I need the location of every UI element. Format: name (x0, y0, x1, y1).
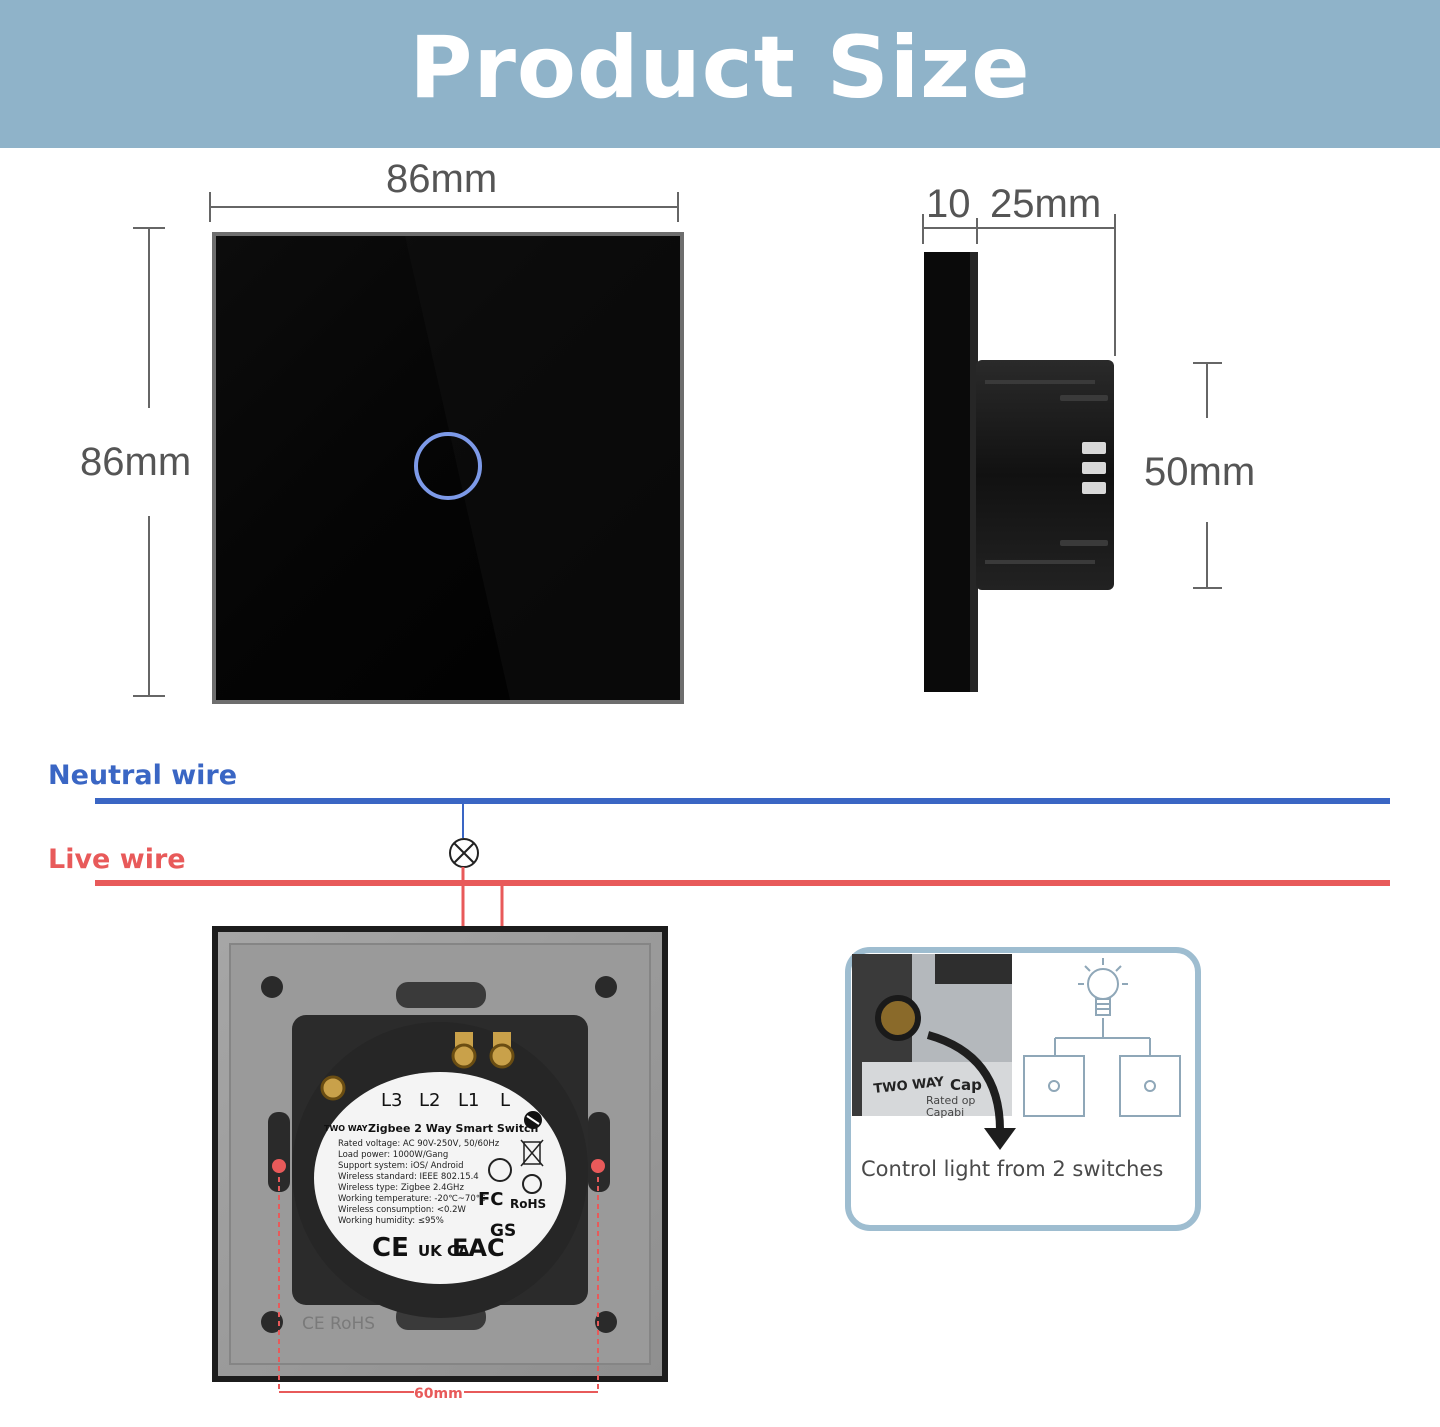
spec-line: Working temperature: -20℃~70℃ (338, 1194, 486, 1204)
photo-text-rated: Rated op (926, 1094, 975, 1107)
product-name: Zigbee 2 Way Smart Switch (368, 1122, 538, 1135)
frame-mark: CE RoHS (302, 1314, 375, 1334)
back-spacing-label: 60mm (414, 1386, 463, 1402)
front-width-label: 86mm (386, 157, 498, 201)
back-module (292, 1015, 588, 1318)
side-plate-depth-label: 10 (926, 182, 971, 226)
recycle-icon (522, 1174, 542, 1194)
photo-text-capabi: Capabi (926, 1106, 964, 1119)
terminal-l1: L1 (458, 1090, 479, 1111)
side-body-height-label: 50mm (1144, 450, 1256, 494)
back-spacing-dimension (272, 1159, 605, 1393)
spec-line: Wireless standard: IEEE 802.15.4 (338, 1172, 479, 1182)
spec-line: Working humidity: ≤95% (338, 1216, 444, 1226)
hand-warning-icon (488, 1158, 512, 1182)
spec-line: Wireless consumption: <0.2W (338, 1205, 467, 1215)
page-title: Product Size (409, 18, 1031, 118)
side-height-dimension (1193, 362, 1222, 589)
front-panel (212, 232, 684, 704)
feature-card-photo (852, 954, 1016, 1150)
spec-line: Support system: iOS/ Android (338, 1161, 463, 1171)
spec-line: Rated voltage: AC 90V-250V, 50/60Hz (338, 1139, 500, 1149)
fc-mark: FC (478, 1189, 504, 1210)
zigbee-icon (524, 1111, 542, 1129)
photo-text-two-way: TWO WAY (873, 1075, 946, 1097)
rohs-mark: RoHS (510, 1197, 546, 1211)
weee-bin-icon (520, 1139, 544, 1167)
two-switch-diagram (1023, 1018, 1181, 1117)
header-banner: Product Size (0, 0, 1440, 148)
terminal-l3: L3 (381, 1090, 402, 1111)
touch-button-ring (414, 432, 482, 500)
front-width-dimension (209, 192, 679, 222)
front-height-label: 86mm (80, 440, 192, 484)
terminal-l2: L2 (419, 1090, 440, 1111)
live-wire-label: Live wire (48, 844, 186, 875)
side-depth-dimension (922, 214, 1116, 356)
front-height-dimension (133, 227, 165, 697)
side-body-depth-label: 25mm (990, 182, 1102, 226)
spec-label (314, 1072, 566, 1284)
terminal-l: L (500, 1090, 510, 1111)
two-way-mark: TWO WAY (324, 1124, 368, 1133)
spec-line: Load power: 1000W/Gang (338, 1150, 448, 1160)
spec-line: Wireless type: Zigbee 2.4GHz (338, 1183, 464, 1193)
ce-mark: CE (372, 1233, 409, 1263)
feature-caption: Control light from 2 switches (861, 1157, 1164, 1181)
neutral-wire-label: Neutral wire (48, 760, 238, 791)
bulb-icon (1078, 958, 1128, 1016)
photo-text-cap: Cap (950, 1076, 982, 1094)
gs-mark: GS (490, 1221, 516, 1241)
side-view (924, 252, 1114, 692)
eac-mark: EAC (452, 1234, 505, 1262)
lamp-symbol (449, 838, 479, 868)
ukca-mark: UK CA (418, 1242, 470, 1260)
